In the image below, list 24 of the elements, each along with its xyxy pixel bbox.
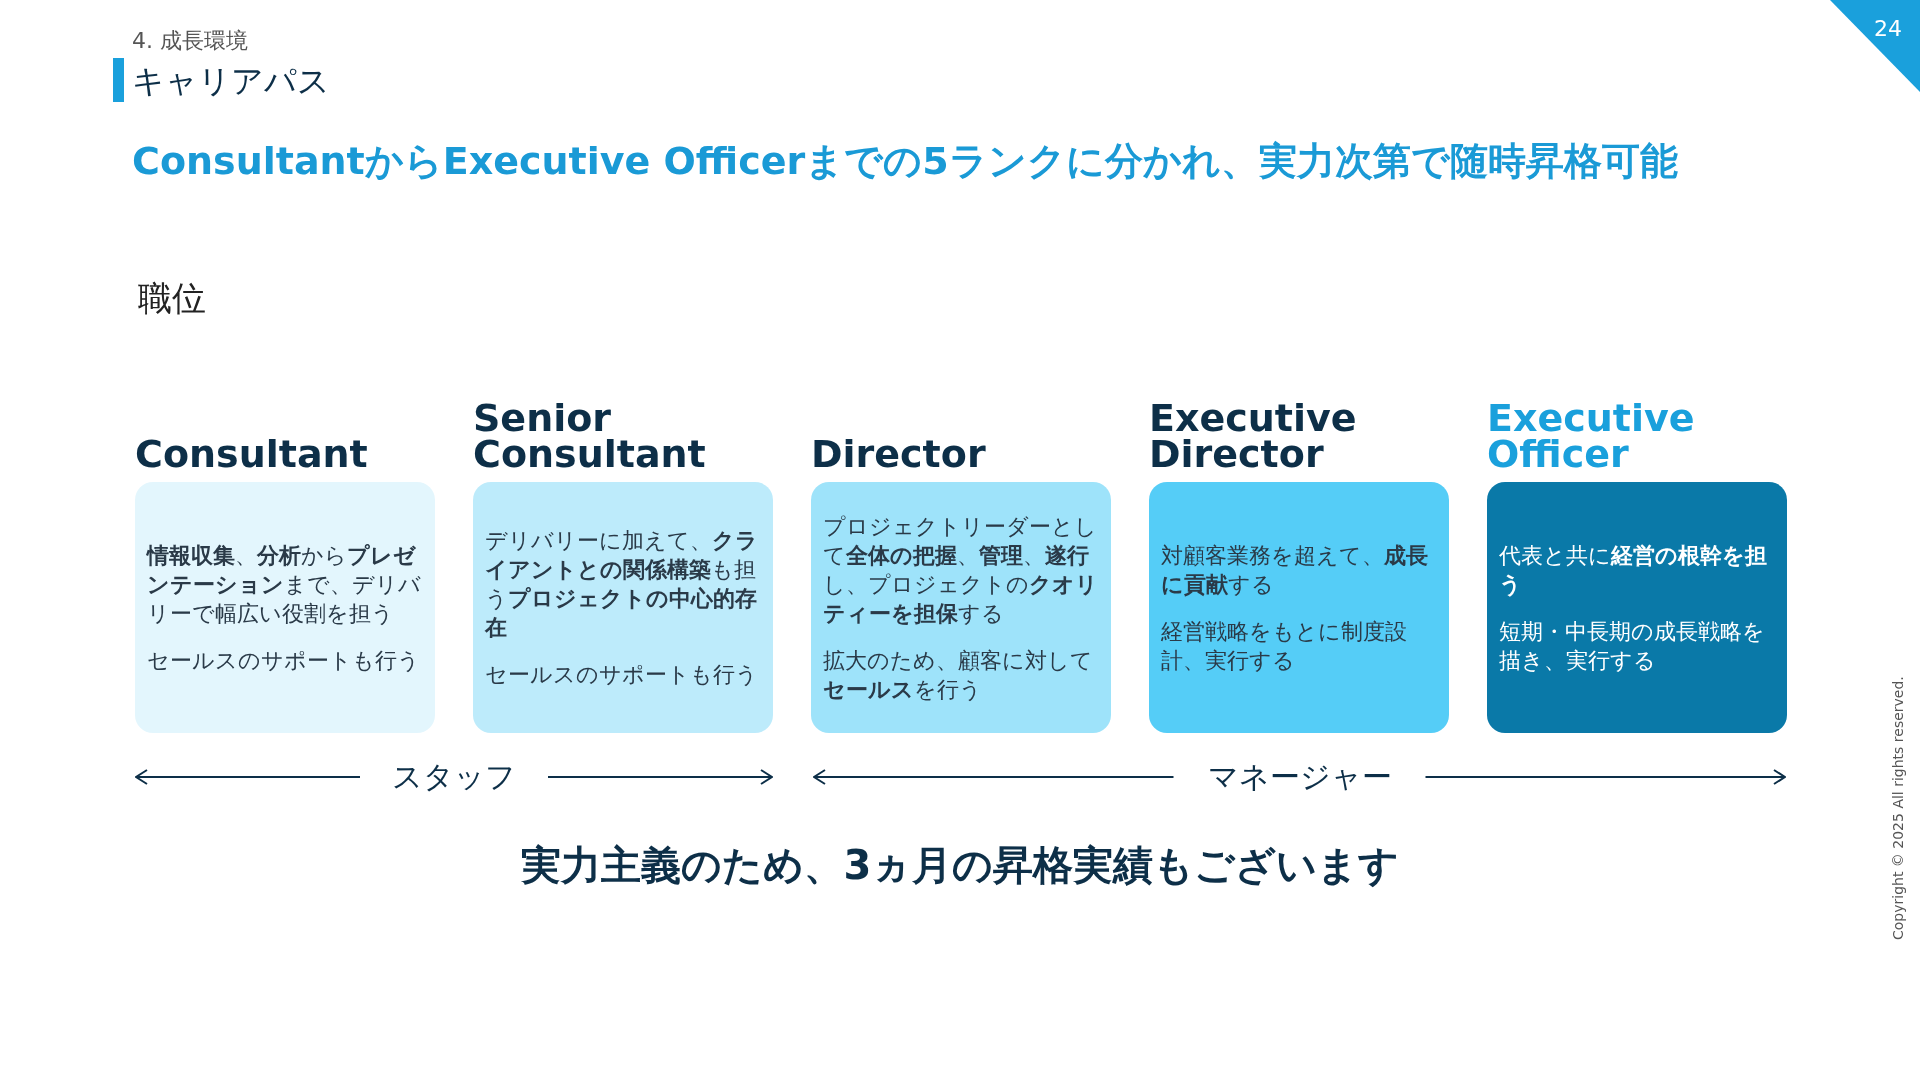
rank-title: Executive Officer xyxy=(1487,395,1696,472)
headline: ConsultantからExecutive Officerまでの5ランクに分かれ、実力次第で随時昇格可能 xyxy=(132,138,1678,185)
rank-title: Executive Director xyxy=(1149,395,1358,472)
description-text: セールスのサポートも行う xyxy=(147,646,421,675)
range-label: スタッフ xyxy=(392,758,516,796)
bottom-message: 実力主義のため、3ヵ月の昇格実績もございます xyxy=(520,841,1400,890)
section-subtitle: 職位 xyxy=(138,277,206,320)
description-text: 対顧客業務を超えて、成長に貢献する xyxy=(1161,541,1429,599)
rank-title: Director xyxy=(811,431,987,472)
description-text: デリバリーに加えて、クライアントとの関係構築も担うプロジェクトの中心的存在 xyxy=(485,527,759,642)
copyright-text: Copyright © 2025 All rights reserved. xyxy=(1890,676,1906,940)
range-label: マネージャー xyxy=(1207,758,1392,796)
rank-title: Senior Consultant xyxy=(473,395,707,472)
section-label: 4. 成長環境 xyxy=(132,27,248,55)
page-number: 24 xyxy=(1874,16,1902,41)
rank-title: Consultant xyxy=(135,431,369,472)
description-text: 経営戦略をもとに制度設計、実行する xyxy=(1161,617,1408,675)
page-heading: キャリアパス xyxy=(132,61,330,102)
description-text: 拡大のため、顧客に対してセールスを行う xyxy=(823,646,1094,704)
description-text: プロジェクトリーダーとして全体の把握、管理、遂行し、プロジェクトのクオリティーを担保する xyxy=(823,512,1099,628)
description-text: 短期・中長期の成長戦略を描き、実行する xyxy=(1499,617,1766,675)
description-text: セールスのサポートも行う xyxy=(485,661,759,689)
description-text: 代表と共に経営の根幹を担う xyxy=(1499,541,1768,599)
description-text: 情報収集、分析からプレゼンテーションまで、デリバリーで幅広い役割を担う xyxy=(147,541,422,628)
